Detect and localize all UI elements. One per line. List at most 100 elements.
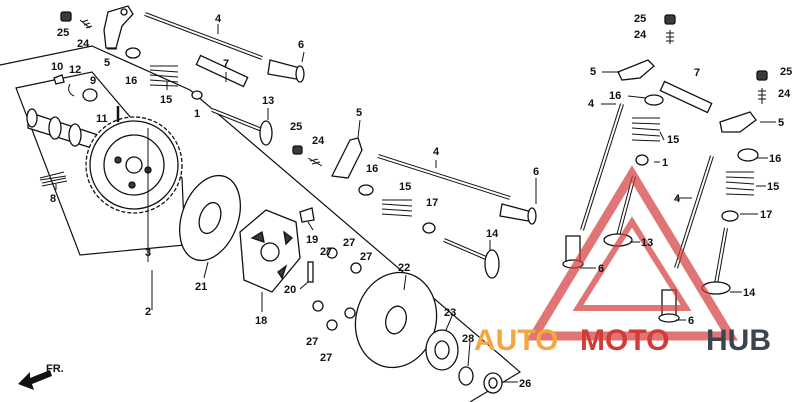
gear-23 [425,329,459,371]
callout-label: 1 [194,108,200,120]
spring-15-right-1 [631,117,661,142]
callout-label: 27 [306,336,318,348]
watermark-part2: MOTO [580,324,669,357]
lock-nut-mid [292,145,303,155]
pin-20 [307,261,314,283]
callout-label: 27 [360,251,372,263]
callout-label: 15 [399,181,411,193]
lock-nut-top-left [60,11,72,22]
callout-label: 13 [641,237,653,249]
spring-15-right-2 [725,171,755,196]
callout-label: 1 [662,157,668,169]
callout-label: 16 [366,163,378,175]
callout-label: 18 [255,315,267,327]
callout-label: 4 [588,98,595,110]
callout-label: 25 [57,27,69,39]
valve-14-right [701,227,731,295]
callout-label: 14 [743,287,756,299]
front-arrow-icon [18,370,52,390]
watermark-triangle-large [526,165,738,341]
guide-7-right [659,80,713,114]
callout-label: 8 [50,193,56,205]
callout-label: 27 [320,352,332,364]
callout-label: 7 [694,67,700,79]
callout-label: 27 [320,246,332,258]
watermark-part3: HUB [706,324,771,357]
callout-label: 16 [125,75,137,87]
callout-label: 11 [96,113,108,125]
watermark-part1: AUTO [474,324,558,357]
push-rod-mid [377,154,511,200]
cotter-1-left [191,90,203,100]
callout-label: 6 [598,263,604,275]
adjust-screw-mid [307,157,323,167]
spring-15-mid [381,199,413,217]
callout-label: 10 [51,61,63,73]
callout-label: 28 [462,333,474,345]
clip-12 [68,83,75,97]
valve-13-right [603,175,636,247]
front-direction-label: FR. [46,363,64,375]
callout-label: 25 [780,66,792,78]
rocker-arm-right-1 [617,59,655,81]
valve-retainer-left [125,47,141,59]
valve-cap-6-left [267,59,305,83]
weight-holder-18 [239,209,301,293]
callout-label: 6 [688,315,694,327]
callout-label: 3 [145,247,151,259]
bearing-9 [82,88,98,102]
callout-label: 4 [433,146,440,158]
cotter-1-right [635,154,649,166]
seal-17-mid [422,222,436,234]
callout-label: 6 [298,39,304,51]
callout-label: 23 [444,307,456,319]
callout-label: 7 [223,58,229,70]
callout-label: 5 [590,66,596,78]
callout-label: 4 [215,13,222,25]
callout-labels: 25 24 4 5 16 6 7 15 1 13 10 12 9 11 8 3 … [50,13,792,390]
callout-label: 17 [426,197,438,209]
callout-label: 21 [195,281,207,293]
callout-label: 25 [290,121,302,133]
plate-21 [179,174,241,262]
callout-label: 17 [760,209,772,221]
callout-label: 15 [767,181,779,193]
callout-label: 14 [486,228,499,240]
seal-17-right [721,210,739,222]
spring-8 [39,171,68,187]
adjust-screw-right-top [666,30,674,44]
valve-spring-left [149,65,179,87]
push-rod-right-1 [580,103,624,231]
camshaft [26,108,99,151]
callout-label: 26 [519,378,531,390]
callout-label: 9 [90,75,96,87]
callout-label: 15 [160,94,172,106]
rocker-arm-right-2 [719,111,757,133]
balls-27 [312,247,362,331]
callout-label: 5 [778,117,784,129]
callout-label: 13 [262,95,274,107]
callout-label: 5 [356,107,362,119]
adjust-screw-right-2 [758,88,766,104]
lock-nut-right-top [664,14,676,25]
plate-22 [354,271,438,369]
valve-cap-6-mid [499,203,537,225]
retainer-16-right-1 [644,94,664,106]
callout-label: 19 [306,234,318,246]
callout-label: 15 [667,134,679,146]
callout-label: 2 [145,306,151,318]
front-direction-indicator: FR. [18,363,64,390]
adjust-screw-top-left [79,19,93,29]
clip-19 [299,207,315,223]
rocker-arm-left [103,5,134,49]
retainer-16-mid [358,184,374,196]
callout-label: 24 [634,29,647,41]
lock-nut-right-2 [756,70,768,81]
cam-gear [85,116,183,214]
push-rod-upper-left [144,12,263,60]
watermark-text: AUTO MOTO HUB [474,324,771,357]
pin-10 [53,74,65,85]
rocker-arm-mid [331,137,363,179]
callout-label: 16 [769,153,781,165]
